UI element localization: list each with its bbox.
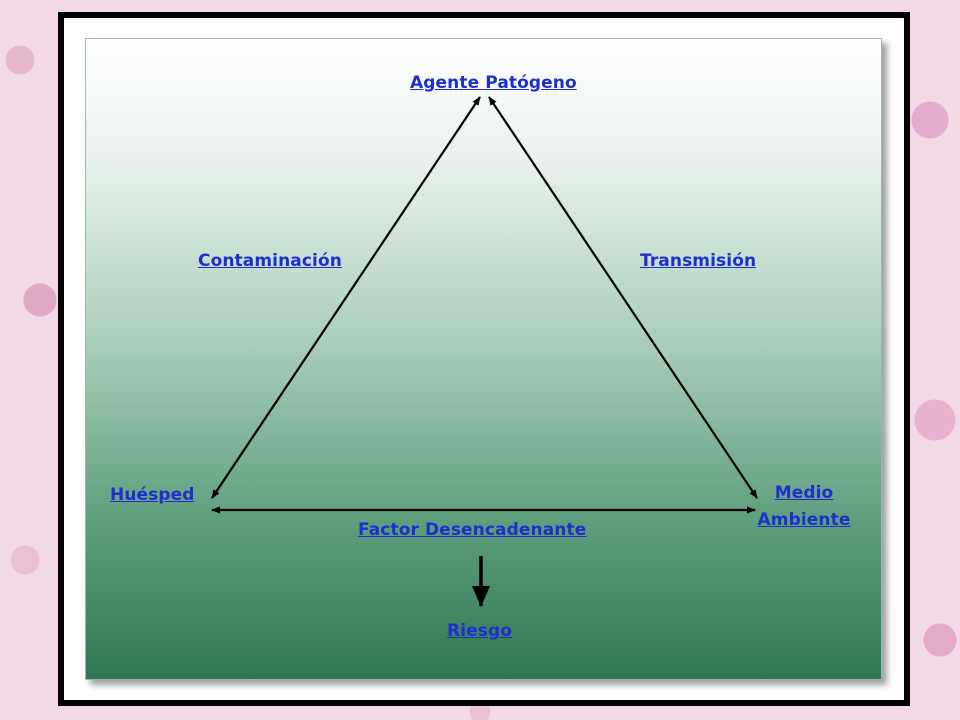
node-environment-line1: Medio [774,483,834,503]
node-environment[interactable]: Medio Ambiente [756,480,852,534]
node-host[interactable]: Huésped [110,485,195,505]
arrow-agent-environment [488,96,758,499]
node-environment-line2: Ambiente [757,510,851,530]
edge-label-contamination[interactable]: Contaminación [198,251,342,271]
arrow-host-agent [211,96,481,499]
edge-label-transmission[interactable]: Transmisión [640,251,757,271]
node-agent[interactable]: Agente Patógeno [410,73,577,93]
node-risk[interactable]: Riesgo [447,621,513,641]
arrow-to-risk-head [472,586,490,607]
edge-label-trigger-factor[interactable]: Factor Desencadenante [358,520,587,540]
